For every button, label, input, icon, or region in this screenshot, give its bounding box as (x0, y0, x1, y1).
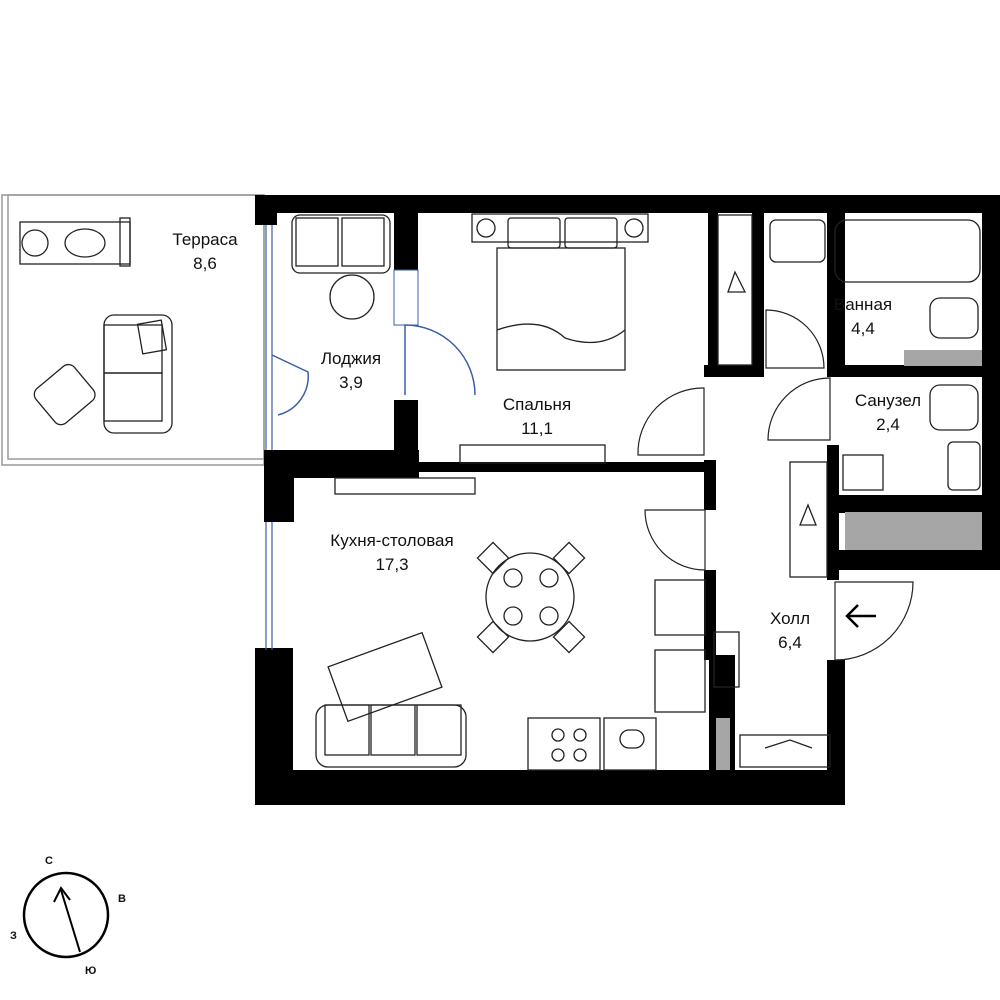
interior-walls (264, 195, 1000, 660)
room-area: 6,4 (778, 633, 802, 652)
dining-table-icon (476, 541, 586, 654)
shoes-icon (713, 631, 740, 688)
compass-south-label: Ю (85, 965, 97, 977)
sun-lounger-icon (19, 217, 131, 267)
toilet-icon (929, 297, 979, 339)
room-area: 4,4 (851, 319, 875, 338)
room-name: Ванная (833, 295, 893, 314)
windows (265, 225, 273, 650)
washing-machine-icon (619, 729, 645, 749)
sofa-icon (103, 314, 173, 434)
room-label-bathroom: Ванная 4,4 (808, 293, 918, 341)
armchair-icon (33, 363, 96, 426)
room-area: 2,4 (876, 415, 900, 434)
furniture (19, 213, 981, 771)
compass-west-label: З (10, 930, 17, 942)
terrace-outline (1, 194, 265, 466)
doors (271, 269, 476, 416)
room-label-bedroom: Спальня 11,1 (482, 393, 592, 441)
room-label-loggia: Лоджия 3,9 (296, 347, 406, 395)
room-name: Холл (769, 609, 811, 628)
room-name: Спальня (502, 395, 572, 414)
compass-north-label: С (45, 855, 53, 867)
room-label-toilet: Санузел 2,4 (833, 389, 943, 437)
room-label-kitchen: Кухня-столовая 17,3 (307, 529, 477, 577)
room-area: 8,6 (193, 254, 217, 273)
entrance-arrow-icon (845, 604, 876, 628)
bathtub-icon (834, 219, 981, 283)
room-name: Кухня-столовая (330, 531, 454, 550)
hanger-icon (727, 270, 747, 293)
stove-icon (527, 717, 601, 771)
room-area: 17,3 (375, 555, 409, 574)
compass-east-label: В (118, 893, 126, 905)
shafts (716, 350, 982, 770)
room-name: Лоджия (320, 349, 382, 368)
fridge-icon (654, 579, 706, 636)
room-area: 3,9 (339, 373, 363, 392)
room-area: 11,1 (521, 419, 553, 438)
room-label-hall: Холл 6,4 (740, 607, 840, 655)
sink-icon (654, 649, 706, 713)
bed-icon (471, 213, 649, 371)
compass-icon (22, 871, 110, 959)
room-name: Санузел (854, 391, 922, 410)
exterior-walls (255, 195, 1000, 805)
room-label-terrace: Терраса 8,6 (150, 228, 260, 276)
interior-doors (637, 309, 914, 661)
room-name: Терраса (172, 230, 238, 249)
